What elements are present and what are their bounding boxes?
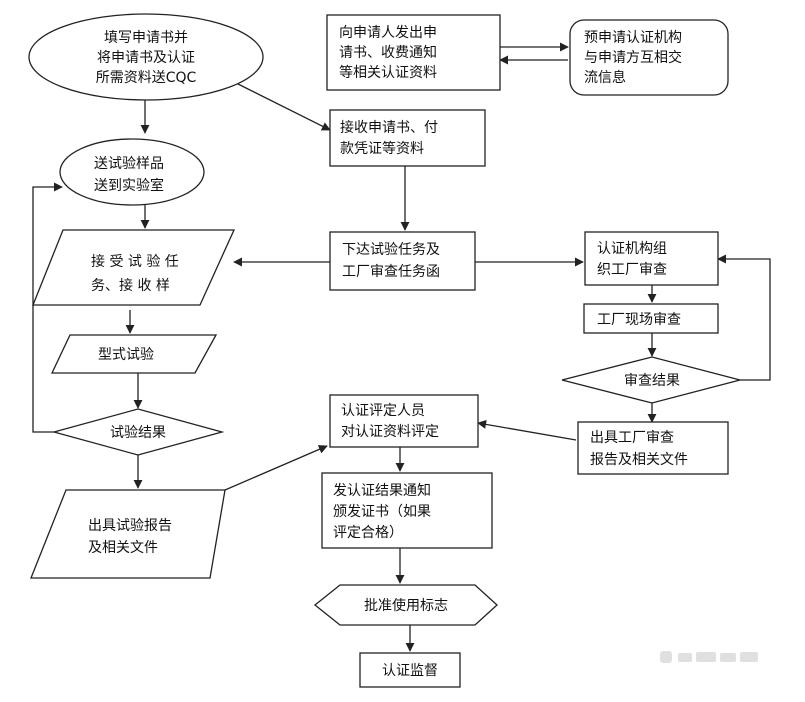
- node-text-line: 评定合格）: [333, 525, 403, 541]
- node-text-line: 务、接 收 样: [91, 277, 170, 294]
- node-text-line: 工厂现场审查: [597, 312, 681, 328]
- node-send-samples: 送试验样品 送到实验室: [59, 138, 205, 206]
- node-type-test: 型式试验: [50, 334, 218, 374]
- node-text-line: 所需资料送CQC: [96, 70, 197, 86]
- node-text-line: 送到实验室: [94, 177, 164, 194]
- node-pre-application: 预申请认证机构 与申请方互相交 流信息: [569, 19, 729, 96]
- node-text-line: 报告及相关文件: [590, 452, 688, 468]
- node-inspection-result: 审查结果: [561, 356, 743, 404]
- node-text-line: 批准使用标志: [364, 597, 448, 614]
- node-text-line: 出具工厂审查: [590, 430, 674, 446]
- node-text-line: 接收申请书、付: [340, 119, 438, 136]
- node-text-line: 审查结果: [624, 373, 680, 389]
- node-inspection-report: 出具工厂审查 报告及相关文件: [577, 421, 729, 475]
- node-text-line: 出具试验报告: [88, 518, 172, 534]
- node-text-line: 认证机构组: [597, 241, 667, 257]
- arrow-testresult-loop-back: [32, 182, 63, 433]
- arrow-inspreport-to-evaluators: [477, 419, 577, 441]
- node-certificate: 发认证结果通知 颁发证书（如果 评定合格）: [321, 472, 493, 549]
- node-text-line: 发认证结果通知: [333, 482, 431, 499]
- connectors: [32, 42, 771, 652]
- watermark-blur: [660, 651, 758, 663]
- node-issue-tasks: 下达试验任务及 工厂审查任务函: [329, 231, 476, 291]
- arrow-testreport-to-evaluators: [224, 445, 328, 491]
- node-text-line: 填写申请书并: [104, 30, 188, 46]
- node-fill-application: 填写申请书并 将申请书及认证 所需资料送CQC: [28, 13, 264, 101]
- node-text-line: 颁发证书（如果: [333, 504, 431, 520]
- node-text-line: 等相关认证资料: [339, 64, 437, 81]
- node-text-line: 织工厂审查: [597, 262, 667, 278]
- node-issue-application: 向申请人发出申 请书、收费通知 等相关认证资料: [326, 14, 501, 91]
- node-text-line: 流信息: [584, 69, 626, 86]
- node-text-line: 试验结果: [110, 425, 166, 441]
- node-text-line: 认证监督: [382, 663, 438, 679]
- node-text-line: 型式试验: [98, 347, 154, 363]
- node-test-result: 试验结果: [51, 408, 225, 456]
- node-text-line: 向申请人发出申: [339, 25, 437, 41]
- node-accept-task: 接 受 试 验 任 务、接 收 样: [32, 229, 236, 306]
- node-receive-application: 接收申请书、付 款凭证等资料: [329, 109, 486, 167]
- node-organize-inspection: 认证机构组 织工厂审查: [584, 231, 719, 286]
- node-text-line: 请书、收费通知: [339, 44, 437, 61]
- node-text-line: 对认证资料评定: [341, 424, 439, 440]
- node-approve-mark: 批准使用标志: [313, 584, 498, 626]
- node-text-line: 及相关文件: [88, 540, 158, 556]
- node-text-line: 款凭证等资料: [340, 140, 424, 157]
- node-test-report: 出具试验报告 及相关文件: [30, 489, 226, 579]
- node-text-line: 与申请方互相交: [584, 49, 682, 66]
- node-text-line: 接 受 试 验 任: [91, 253, 179, 270]
- node-text-line: 下达试验任务及: [342, 242, 440, 258]
- node-text-line: 预申请认证机构: [584, 30, 682, 46]
- node-evaluators: 认证评定人员 对认证资料评定: [329, 394, 479, 448]
- node-onsite-inspection: 工厂现场审查: [583, 303, 719, 334]
- node-text-line: 将申请书及认证: [97, 50, 195, 66]
- node-text-line: 送试验样品: [94, 156, 164, 172]
- arrow-result-loop-back: [717, 254, 771, 381]
- node-text-line: 认证评定人员: [341, 403, 425, 419]
- node-supervision: 认证监督: [359, 652, 461, 688]
- arrow-fill-to-receive: [237, 83, 331, 131]
- node-text-line: 工厂审查任务函: [342, 264, 440, 280]
